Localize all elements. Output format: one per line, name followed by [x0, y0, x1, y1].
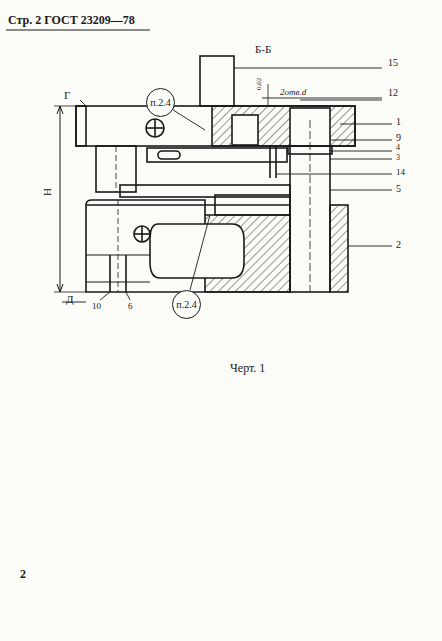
callout-number: 2отв.d [280, 88, 306, 97]
callout-number: 9 [396, 133, 401, 143]
callout-number: 0,02 [256, 78, 263, 90]
callout-number: 2 [20, 568, 26, 580]
callout-number: 1 [396, 117, 401, 127]
callout-number: 3 [396, 154, 400, 162]
callout-number: 2 [396, 240, 401, 250]
callout-number: H [42, 188, 53, 196]
callout-number: 10 [92, 302, 101, 311]
callout-number: 6 [128, 302, 133, 311]
callout-number: 15 [388, 58, 398, 68]
reference-text: п.2.4 [176, 299, 196, 310]
figure-caption: Черт. 1 [230, 362, 265, 374]
page-header: Стр. 2 ГОСТ 23209—78 [8, 14, 135, 26]
callout-number: 14 [396, 168, 405, 177]
callout-number: 12 [388, 88, 398, 98]
reference-text: п.2.4 [150, 97, 170, 108]
reference-circle: п.2.4 [172, 290, 201, 319]
callout-number: 5 [396, 184, 401, 194]
callout-number: 4 [396, 144, 400, 152]
callout-number: Д [66, 294, 74, 305]
callout-number: Г [64, 90, 70, 101]
reference-circle: п.2.4 [146, 88, 175, 117]
callout-number: Б-Б [255, 44, 271, 55]
